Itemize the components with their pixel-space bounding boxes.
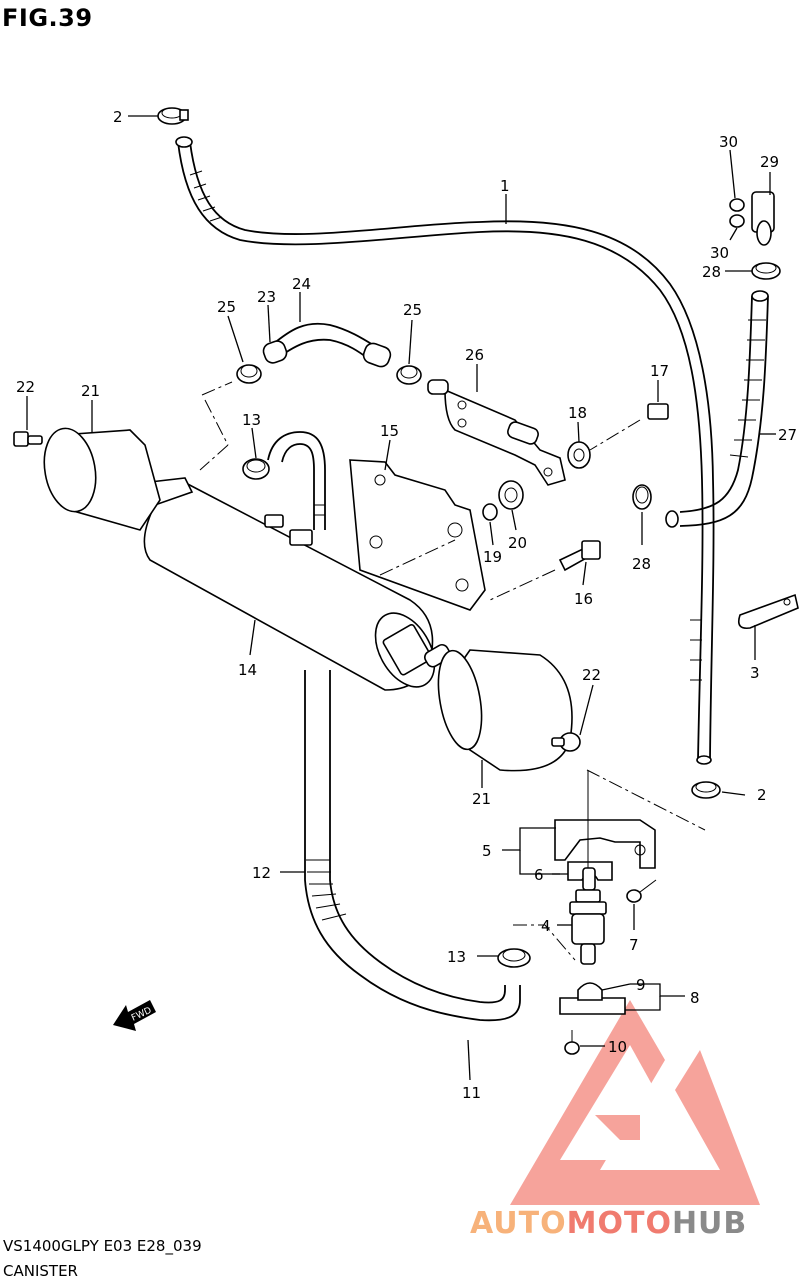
clamp-13-lower	[497, 948, 531, 968]
callout-17: 17	[650, 362, 669, 380]
callout-28: 28	[632, 555, 651, 573]
canister-14	[143, 399, 456, 691]
callout-3: 3	[750, 664, 760, 682]
hose-1	[175, 136, 715, 765]
bushing-20	[498, 480, 524, 510]
callout-19: 19	[483, 548, 502, 566]
cover-21-left	[43, 427, 161, 531]
clamp-8	[559, 982, 626, 1015]
callout-7: 7	[629, 936, 639, 954]
bolt-16	[489, 540, 601, 601]
callout-8: 8	[690, 989, 700, 1007]
washer-18	[567, 441, 591, 469]
screw-7	[626, 879, 657, 903]
clamp-13-upper	[242, 458, 270, 480]
callout-13: 13	[242, 411, 261, 429]
clamp-28-top	[751, 262, 781, 280]
callout-12: 12	[252, 864, 271, 882]
bracket-5	[554, 819, 656, 869]
callout-2: 2	[757, 786, 767, 804]
watermark-logo	[510, 1000, 760, 1205]
joint-29	[729, 191, 775, 246]
clamp-2-bottom	[691, 781, 721, 799]
bolt-22-right	[551, 732, 581, 752]
bolt-17	[589, 403, 669, 451]
callout-2: 2	[113, 108, 123, 126]
section-name: CANISTER	[3, 1262, 78, 1280]
hose-13-upper	[267, 431, 326, 530]
brand-moto: MOTO	[567, 1206, 672, 1241]
leader-lines	[26, 115, 776, 1081]
bolt-22-left	[13, 431, 43, 447]
callout-15: 15	[380, 422, 399, 440]
callout-20: 20	[508, 534, 527, 552]
callout-13: 13	[447, 948, 466, 966]
callout-26: 26	[465, 346, 484, 364]
clamp-28-mid	[632, 484, 652, 510]
callout-21: 21	[472, 790, 491, 808]
callout-24: 24	[292, 275, 311, 293]
hose-12	[304, 670, 521, 1022]
callout-30: 30	[710, 244, 729, 262]
callout-23: 23	[257, 288, 276, 306]
valve-4	[569, 770, 607, 965]
hose-24	[262, 322, 392, 368]
callout-27: 27	[778, 426, 797, 444]
svg-text:AUTOMOTOHUB: AUTOMOTOHUB	[470, 1206, 747, 1241]
brand-auto: AUTO	[470, 1206, 567, 1241]
callout-10: 10	[608, 1038, 627, 1056]
callout-29: 29	[760, 153, 779, 171]
callout-1: 1	[500, 177, 510, 195]
clamp-25-right	[396, 365, 422, 385]
model-code: VS1400GLPY E03 E28_039	[3, 1237, 202, 1255]
callout-22: 22	[16, 378, 35, 396]
callout-14: 14	[238, 661, 257, 679]
clamp-3	[737, 593, 799, 630]
callout-22: 22	[582, 666, 601, 684]
watermark-text: AUTOMOTOHUB	[470, 1206, 747, 1241]
hose-27	[665, 290, 769, 528]
callout-25: 25	[217, 298, 236, 316]
figure-title: FIG.39	[2, 4, 93, 32]
clamp-25-left	[236, 364, 262, 384]
callout-6: 6	[534, 866, 544, 884]
callout-18: 18	[568, 404, 587, 422]
fwd-arrow: FWD	[113, 1000, 156, 1031]
callout-5: 5	[482, 842, 492, 860]
callout-28: 28	[702, 263, 721, 281]
clamp-2-top	[157, 107, 189, 125]
brand-hub: HUB	[672, 1206, 747, 1241]
plate-15	[349, 459, 486, 611]
callout-30: 30	[719, 133, 738, 151]
callout-9: 9	[636, 976, 646, 994]
callout-4: 4	[541, 917, 551, 935]
fwd-label: FWD	[130, 1006, 153, 1024]
callout-16: 16	[574, 590, 593, 608]
cover-21-right	[437, 649, 573, 772]
callout-21: 21	[81, 382, 100, 400]
callout-11: 11	[462, 1084, 481, 1102]
bracket-26	[427, 379, 566, 486]
screw-10	[564, 1030, 580, 1055]
callout-25: 25	[403, 301, 422, 319]
collar-19	[482, 503, 498, 521]
callout-labels: 2 1 30 29 30 28 24 23 25 25 26 17 22 21 …	[16, 108, 797, 1102]
